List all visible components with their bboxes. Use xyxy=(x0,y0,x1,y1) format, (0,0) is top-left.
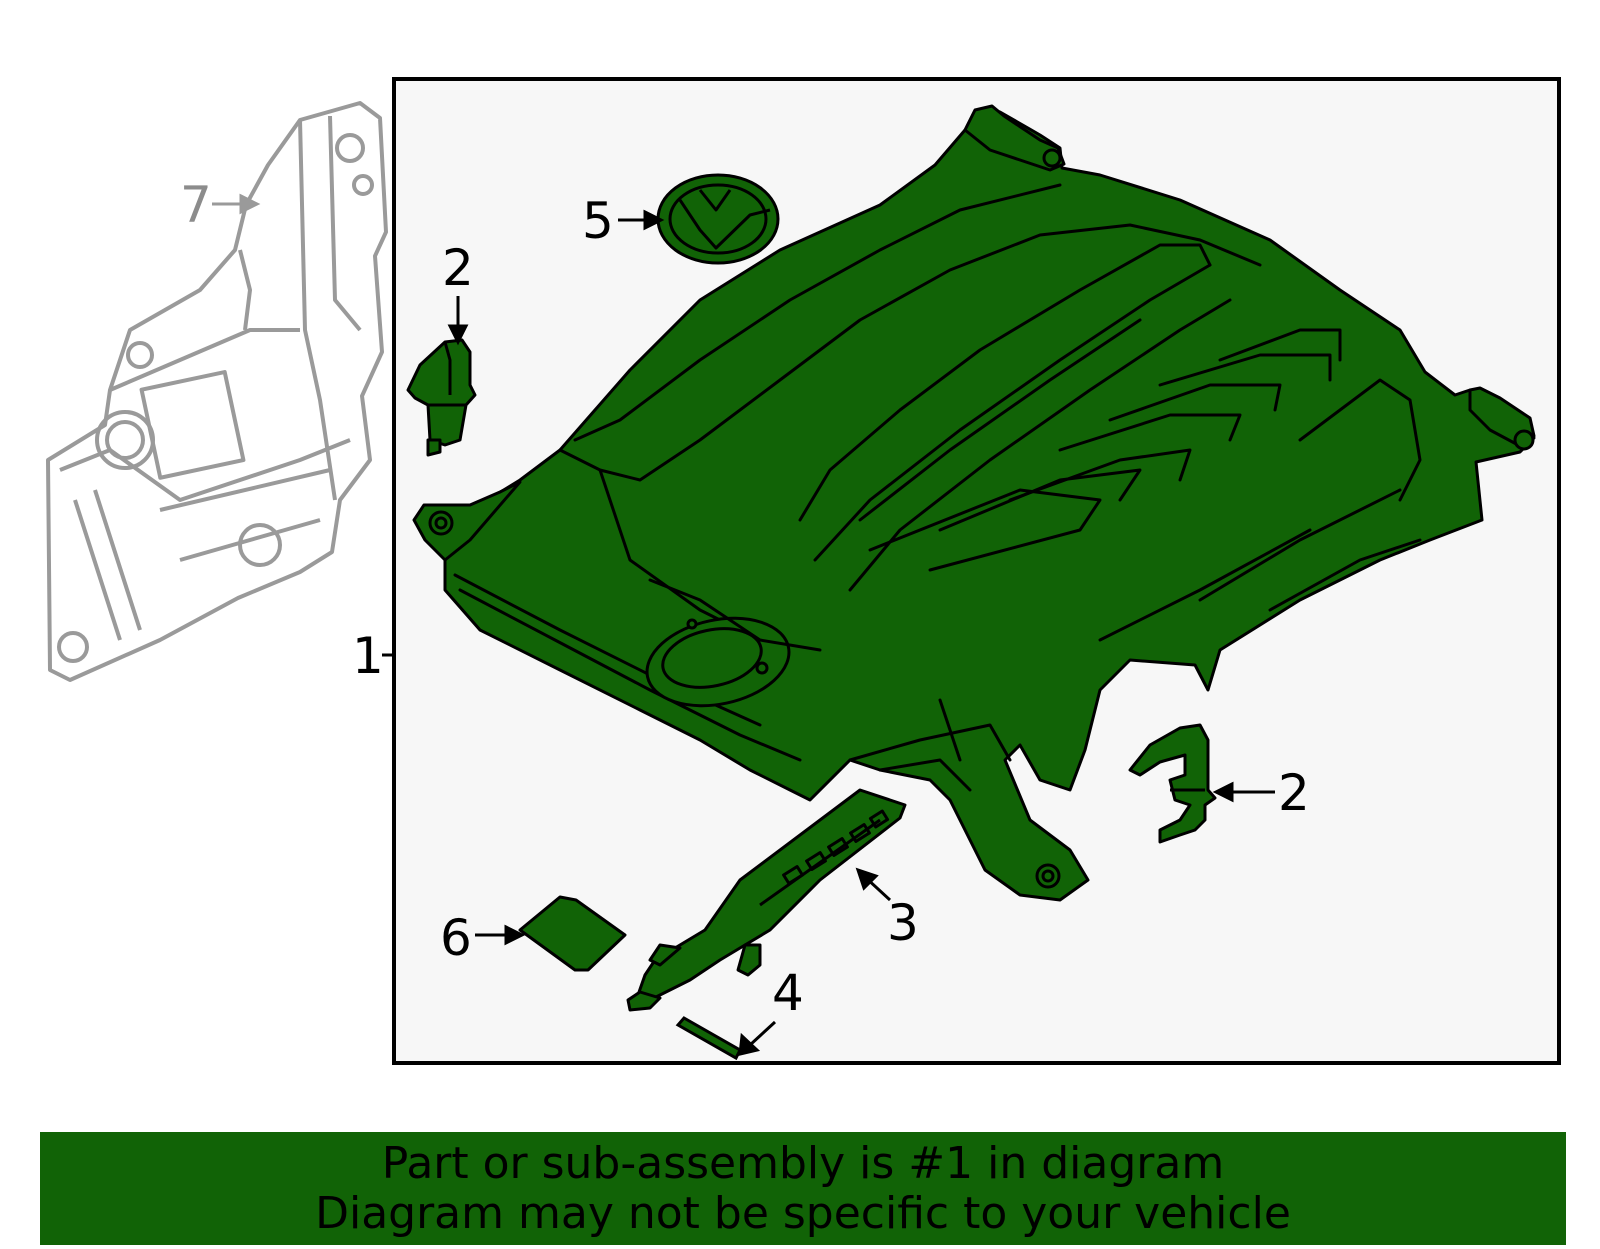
part-5-emblem[interactable] xyxy=(656,173,780,265)
callout-2-right[interactable]: 2 xyxy=(1278,764,1310,822)
part-6-pad[interactable] xyxy=(518,895,627,972)
part-2-clip-upper[interactable] xyxy=(406,338,477,457)
callout-4[interactable]: 4 xyxy=(772,964,804,1022)
callout-3[interactable]: 3 xyxy=(887,894,919,952)
callout-1[interactable]: 1 xyxy=(352,627,384,685)
callout-6[interactable]: 6 xyxy=(440,909,472,967)
part-3-bracket-strip[interactable] xyxy=(626,788,907,1012)
callout-7[interactable]: 7 xyxy=(180,176,212,234)
callout-5[interactable]: 5 xyxy=(582,192,614,250)
part-2-clip-right[interactable] xyxy=(1128,723,1217,844)
banner-line-2: Diagram may not be specific to your vehi… xyxy=(315,1187,1291,1239)
info-banner: Part or sub-assembly is #1 in diagram Di… xyxy=(40,1132,1566,1245)
leader-line-7 xyxy=(212,193,261,215)
callout-2-upper[interactable]: 2 xyxy=(442,239,474,297)
banner-line-1: Part or sub-assembly is #1 in diagram xyxy=(381,1137,1225,1189)
part-1-engine-cover[interactable] xyxy=(412,104,1536,902)
leader-lines xyxy=(382,209,1275,1056)
part-7-heat-shield-panel[interactable] xyxy=(46,101,388,682)
